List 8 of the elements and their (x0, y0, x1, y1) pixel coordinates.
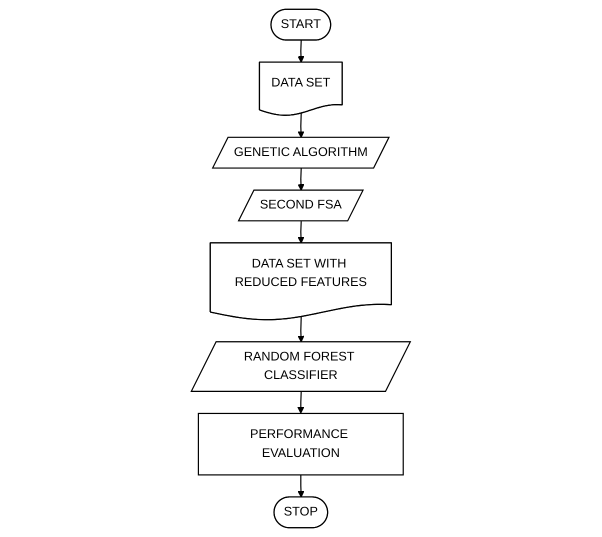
arrow (298, 221, 305, 244)
arrow (298, 316, 305, 342)
arrow (298, 168, 305, 191)
arrow (298, 474, 305, 498)
arrow (298, 40, 305, 63)
node-box: PERFORMANCE EVALUATION (198, 412, 404, 476)
arrow (298, 113, 305, 138)
arrow (298, 392, 304, 414)
